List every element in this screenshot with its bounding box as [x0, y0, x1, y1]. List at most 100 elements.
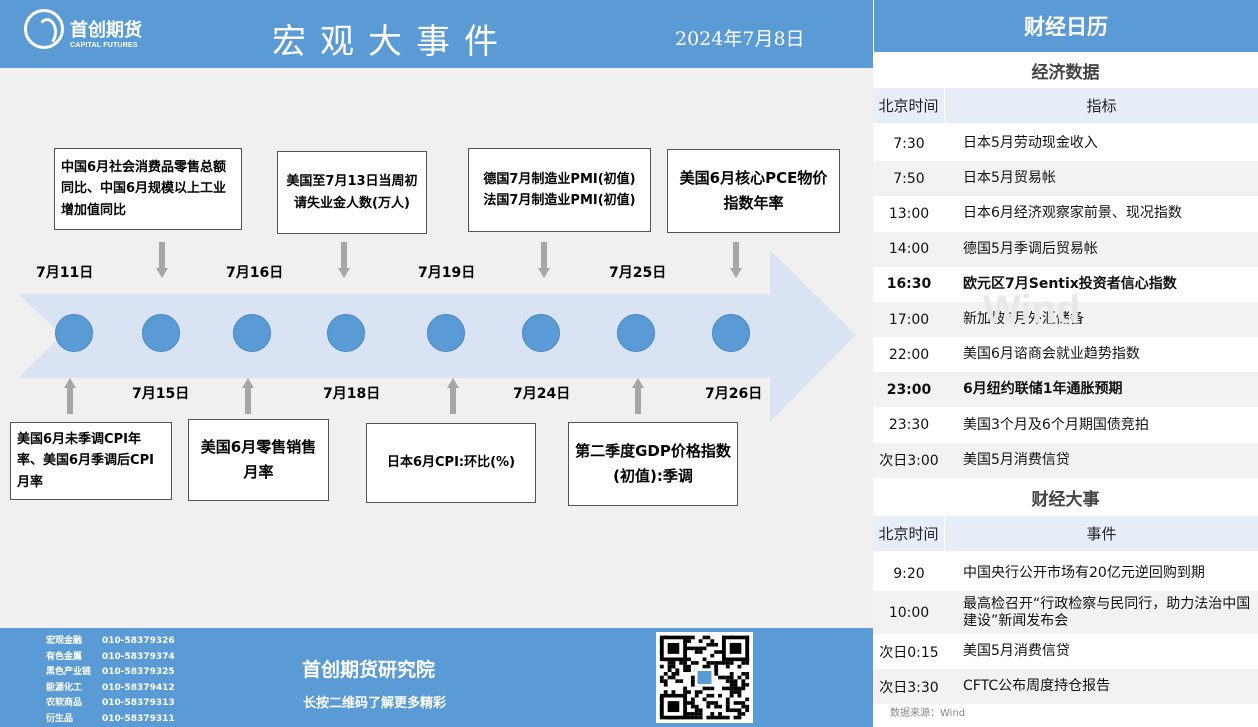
qr-slogan: 长按二维码了解更多精彩: [303, 696, 447, 711]
econ-row: 7:30 日本5月劳动现金收入: [873, 126, 1258, 161]
contact-dept: 有色金属: [46, 651, 83, 662]
arrow-down-icon: [156, 242, 168, 278]
contact-phone: 010-58379325: [102, 667, 175, 677]
event-box-text: 德国7月制造业PMI(初值) 法国7月制造业PMI(初值): [483, 171, 636, 208]
col-time: 北京时间: [873, 516, 945, 551]
row-indicator: 德国5月季调后贸易帐: [963, 240, 1098, 257]
row-time: 23:00: [886, 381, 932, 398]
econ-row: 23:30 美国3个月及6个月期国债竞拍: [873, 408, 1258, 443]
event-box-text: 日本6月CPI:环比(%): [386, 455, 516, 471]
timeline-date: 7月25日: [609, 265, 667, 281]
contact-dept: 宏观金融: [46, 636, 83, 646]
qr-code-icon: [656, 632, 753, 723]
event-box: 美国至7月13日当周初请失业金人数(万人): [277, 151, 427, 234]
row-time: 14:00: [888, 241, 930, 258]
col-time: 北京时间: [873, 88, 945, 123]
row-event: 最高检召开“行政检察与民同行，助力法治中国建设”新闻发布会: [963, 595, 1251, 629]
institute-name: 首创期货研究院: [302, 659, 436, 681]
econ-row: 14:00 德国5月季调后贸易帐: [873, 231, 1258, 267]
row-time: 7:30: [893, 135, 925, 152]
row-time: 23:30: [888, 417, 930, 434]
event-box-text: 美国至7月13日当周初请失业金人数(万人): [286, 174, 418, 211]
contact-phone: 010-58379326: [102, 636, 175, 646]
row-indicator: 新加坡6月外汇储备: [963, 311, 1084, 328]
col-indicator: 指标: [1086, 97, 1117, 115]
timeline-date: 7月18日: [323, 386, 381, 402]
arrow-up-icon: [632, 378, 644, 414]
contact-dept: 农软商品: [46, 698, 83, 708]
row-event: 美国5月消费信贷: [963, 643, 1070, 660]
timeline-date: 7月24日: [513, 386, 571, 402]
arrow-up-icon: [447, 378, 459, 414]
calendar-title: 财经日历: [873, 0, 1258, 52]
timeline-dot: [712, 314, 750, 352]
event-box: 美国6月核心PCE物价指数年率: [667, 149, 840, 233]
header-bar: 首创期货 CAPITAL FUTURES 宏观大事件 2024年7月8日: [0, 0, 873, 68]
event-box-text: 美国6月核心PCE物价指数年率: [679, 169, 828, 212]
timeline-dot: [55, 314, 93, 352]
event-box: 美国6月未季调CPI年率、美国6月季调后CPI月率: [10, 422, 172, 500]
event-box-text: 中国6月社会消费品零售总额同比、中国6月规模以上工业增加值同比: [61, 159, 227, 218]
contact-dept: 能源化工: [46, 682, 83, 693]
event-box: 美国6月零售销售月率: [188, 419, 329, 501]
row-time: 16:30: [886, 276, 932, 293]
econ-table-header: 北京时间 指标: [873, 88, 1258, 123]
timeline-date: 7月26日: [705, 386, 763, 402]
event-box: 日本6月CPI:环比(%): [366, 423, 536, 503]
arrow-up-icon: [242, 378, 254, 414]
row-event: 中国央行公开市场有20亿元逆回购到期: [963, 565, 1205, 582]
row-time: 9:20: [893, 565, 925, 582]
event-section-title: 财经大事: [1031, 490, 1100, 510]
econ-section-title: 经济数据: [1031, 63, 1100, 83]
timeline-dot: [327, 314, 365, 352]
event-box: 第二季度GDP价格指数(初值):季调: [568, 422, 738, 506]
contact-phone: 010-58379374: [102, 651, 175, 662]
contact-dept: 黑色产业链: [46, 667, 92, 677]
contact-phone: 010-58379311: [102, 713, 175, 724]
row-time: 22:00: [888, 346, 930, 363]
contact-dept: 衍生品: [46, 713, 74, 724]
capital-futures-logo-icon: [24, 9, 64, 49]
event-box-text: 第二季度GDP价格指数(初值):季调: [575, 442, 731, 485]
row-time: 次日3:30: [879, 679, 939, 696]
row-indicator: 美国3个月及6个月期国债竞拍: [963, 416, 1149, 433]
contact-row: 农软商品 010-58379313: [46, 695, 175, 708]
timeline-dot: [427, 314, 465, 352]
report-date: 2024年7月8日: [675, 28, 805, 50]
arrow-down-icon: [338, 242, 350, 278]
contact-row: 衍生品 010-58379311: [46, 711, 175, 724]
contact-phone: 010-58379412: [102, 682, 175, 693]
row-time: 次日0:15: [879, 644, 939, 661]
econ-row: 16:30 欧元区7月Sentix投资者信心指数: [873, 267, 1258, 302]
wind-watermark: Wind: [983, 288, 1081, 332]
timeline-date: 7月19日: [418, 265, 476, 281]
contact-row: 能源化工 010-58379412: [46, 680, 175, 693]
row-time: 13:00: [888, 205, 930, 222]
arrow-up-icon: [64, 378, 76, 414]
event-row: 9:20 中国央行公开市场有20亿元逆回购到期: [873, 556, 1258, 591]
timeline-date: 7月16日: [226, 265, 284, 281]
row-event: CFTC公布周度持仓报告: [963, 678, 1111, 695]
row-indicator: 欧元区7月Sentix投资者信心指数: [963, 275, 1177, 292]
row-time: 7:50: [893, 170, 925, 187]
row-time: 17:00: [888, 311, 930, 328]
timeline-date: 7月11日: [36, 265, 94, 281]
left-panel: 首创期货 CAPITAL FUTURES 宏观大事件 2024年7月8日 7月1…: [0, 0, 873, 727]
row-time: 次日3:00: [879, 453, 939, 470]
row-indicator: 美国5月消费信贷: [963, 451, 1070, 468]
row-indicator: 6月纽约联储1年通胀预期: [963, 381, 1123, 398]
event-box-text: 美国6月零售销售月率: [200, 438, 317, 481]
event-box: 中国6月社会消费品零售总额同比、中国6月规模以上工业增加值同比: [54, 148, 242, 230]
timeline-date: 7月15日: [132, 386, 190, 402]
arrow-down-icon: [730, 242, 742, 278]
timeline-dot: [522, 314, 560, 352]
econ-row: 23:00 6月纽约联储1年通胀预期: [873, 372, 1258, 408]
event-box: 德国7月制造业PMI(初值) 法国7月制造业PMI(初值): [468, 148, 651, 232]
data-source: 数据来源：Wind: [890, 708, 966, 719]
contact-row: 宏观金融 010-58379326: [46, 633, 175, 646]
row-indicator: 日本5月劳动现金收入: [963, 135, 1098, 152]
contact-phone: 010-58379313: [102, 698, 175, 708]
